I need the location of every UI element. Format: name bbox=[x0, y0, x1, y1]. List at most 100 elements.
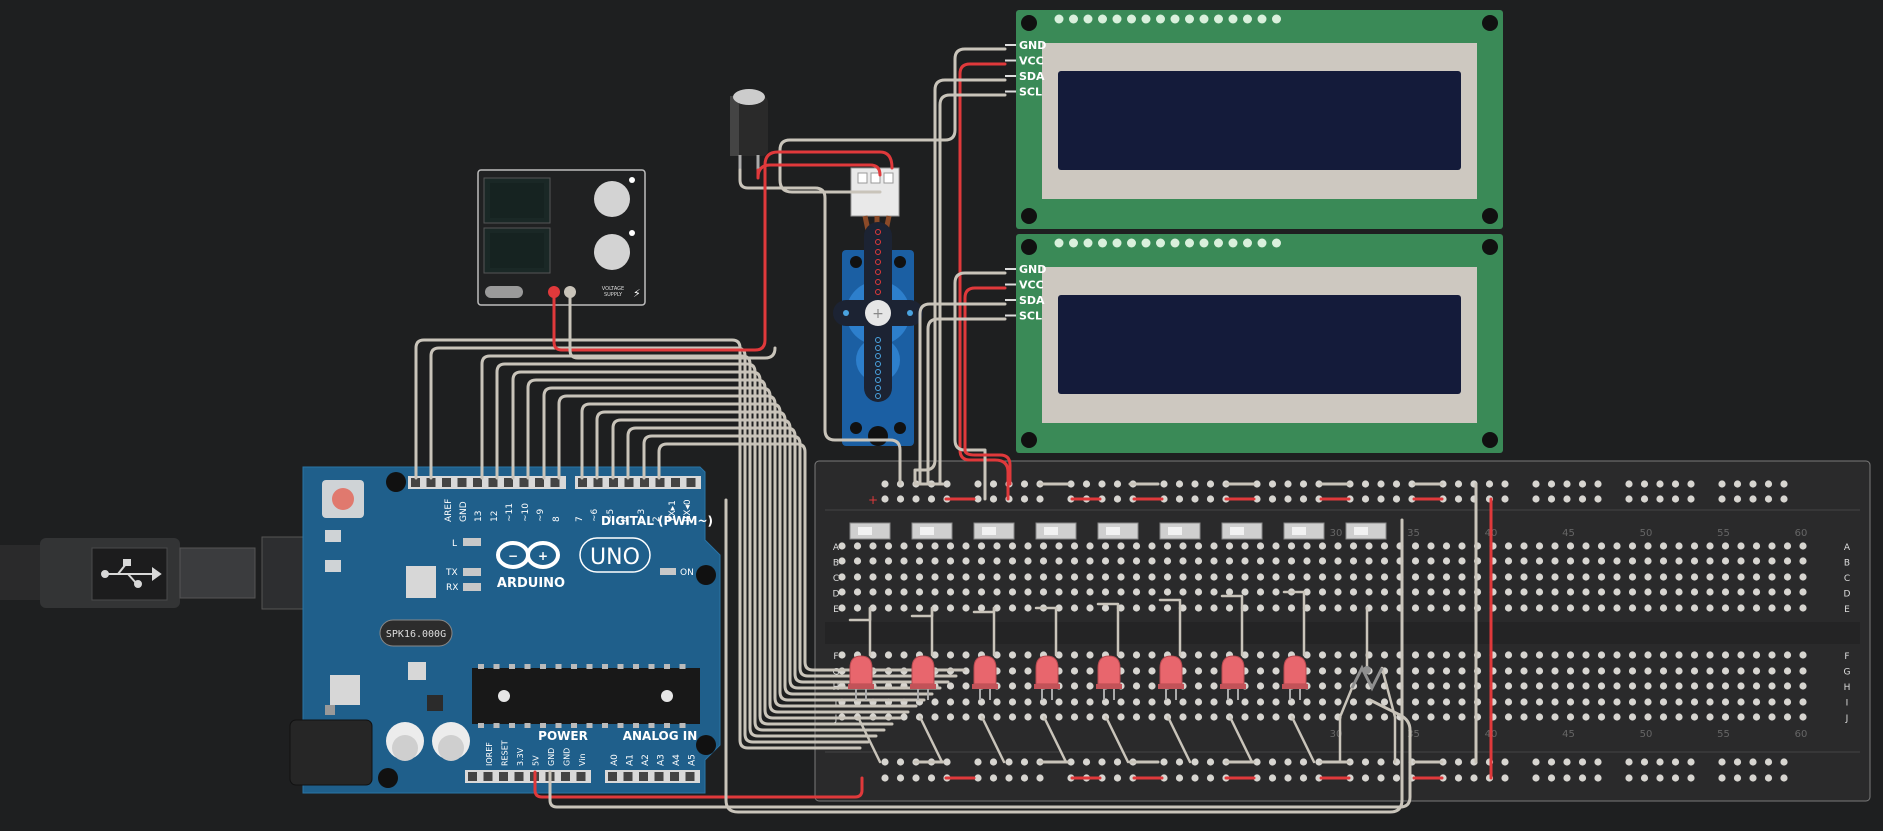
breadboard-hole[interactable] bbox=[838, 573, 846, 581]
breadboard-hole[interactable] bbox=[1768, 542, 1776, 550]
breadboard-hole[interactable] bbox=[1737, 698, 1745, 706]
breadboard-hole[interactable] bbox=[853, 557, 862, 565]
breadboard-hole[interactable] bbox=[1520, 651, 1528, 659]
rail-hole[interactable] bbox=[1392, 480, 1401, 488]
header-pin-hole[interactable] bbox=[640, 478, 649, 487]
rail-hole[interactable] bbox=[1268, 758, 1277, 766]
breadboard-hole[interactable] bbox=[1194, 698, 1203, 706]
breadboard-hole[interactable] bbox=[1675, 573, 1683, 581]
breadboard-hole[interactable] bbox=[1721, 713, 1730, 721]
led-red[interactable] bbox=[1221, 655, 1245, 685]
servo-motor[interactable]: + bbox=[833, 167, 923, 446]
wire[interactable] bbox=[980, 715, 1006, 764]
rail-hole[interactable] bbox=[881, 774, 889, 782]
header-pin-hole[interactable] bbox=[609, 478, 618, 487]
breadboard-hole[interactable] bbox=[1303, 698, 1311, 706]
wire[interactable] bbox=[533, 770, 864, 799]
breadboard-hole[interactable] bbox=[1380, 651, 1389, 659]
breadboard-hole[interactable] bbox=[1132, 667, 1141, 675]
breadboard-hole[interactable] bbox=[962, 698, 970, 706]
breadboard-hole[interactable] bbox=[853, 542, 862, 550]
digital-header-right[interactable] bbox=[575, 476, 701, 489]
breadboard-hole[interactable] bbox=[1768, 651, 1776, 659]
breadboard-hole[interactable] bbox=[1132, 604, 1141, 612]
rail-hole[interactable] bbox=[1749, 774, 1757, 782]
header-pin-hole[interactable] bbox=[468, 772, 477, 781]
rail-hole[interactable] bbox=[1470, 774, 1478, 782]
breadboard-hole[interactable] bbox=[900, 542, 908, 550]
breadboard-hole[interactable] bbox=[993, 573, 1001, 581]
breadboard-hole[interactable] bbox=[1752, 604, 1761, 612]
rail-hole[interactable] bbox=[943, 758, 951, 766]
breadboard-hole[interactable] bbox=[1334, 573, 1342, 581]
breadboard-hole[interactable] bbox=[1365, 713, 1373, 721]
breadboard-hole[interactable] bbox=[1148, 651, 1156, 659]
breadboard-hole[interactable] bbox=[1613, 698, 1621, 706]
rail-hole[interactable] bbox=[1098, 774, 1106, 782]
breadboard-hole[interactable] bbox=[1318, 557, 1327, 565]
rail-hole[interactable] bbox=[1299, 495, 1308, 503]
breadboard-hole[interactable] bbox=[1690, 713, 1699, 721]
breadboard-hole[interactable] bbox=[946, 698, 955, 706]
breadboard-hole[interactable] bbox=[1442, 557, 1451, 565]
led-red[interactable] bbox=[1159, 655, 1183, 685]
breadboard-hole[interactable] bbox=[1706, 573, 1714, 581]
breadboard-hole[interactable] bbox=[1101, 698, 1110, 706]
breadboard-hole[interactable] bbox=[1504, 698, 1513, 706]
breadboard-hole[interactable] bbox=[1458, 604, 1466, 612]
rail-hole[interactable] bbox=[1361, 758, 1370, 766]
rail-hole[interactable] bbox=[1284, 774, 1292, 782]
breadboard-hole[interactable] bbox=[1256, 542, 1265, 550]
rail-hole[interactable] bbox=[1098, 758, 1106, 766]
rail-hole[interactable] bbox=[1175, 495, 1184, 503]
breadboard-hole[interactable] bbox=[1210, 604, 1218, 612]
breadboard-hole[interactable] bbox=[1024, 651, 1032, 659]
breadboard-hole[interactable] bbox=[853, 588, 862, 596]
rail-hole[interactable] bbox=[1671, 495, 1680, 503]
breadboard-hole[interactable] bbox=[1287, 573, 1296, 581]
header-pin-hole[interactable] bbox=[426, 478, 436, 487]
breadboard-hole[interactable] bbox=[962, 651, 970, 659]
breadboard-hole[interactable] bbox=[1179, 557, 1187, 565]
breadboard-hole[interactable] bbox=[931, 573, 939, 581]
header-pin-hole[interactable] bbox=[514, 772, 524, 781]
breadboard-hole[interactable] bbox=[1024, 557, 1032, 565]
breadboard-hole[interactable] bbox=[1008, 604, 1017, 612]
breadboard-hole[interactable] bbox=[993, 542, 1001, 550]
breadboard-hole[interactable] bbox=[1256, 667, 1265, 675]
breadboard-hole[interactable] bbox=[1675, 542, 1683, 550]
breadboard-hole[interactable] bbox=[1008, 542, 1017, 550]
rail-hole[interactable] bbox=[1082, 758, 1091, 766]
breadboard-hole[interactable] bbox=[1706, 667, 1714, 675]
breadboard-hole[interactable] bbox=[1132, 573, 1141, 581]
breadboard-hole[interactable] bbox=[1272, 651, 1280, 659]
breadboard-hole[interactable] bbox=[1551, 667, 1559, 675]
rail-hole[interactable] bbox=[1315, 495, 1323, 503]
breadboard-hole[interactable] bbox=[1504, 667, 1513, 675]
rail-hole[interactable] bbox=[1625, 480, 1633, 488]
breadboard-hole[interactable] bbox=[1644, 557, 1652, 565]
rail-hole[interactable] bbox=[1454, 495, 1463, 503]
rail-hole[interactable] bbox=[1718, 495, 1726, 503]
breadboard-hole[interactable] bbox=[1799, 604, 1807, 612]
breadboard-hole[interactable] bbox=[1349, 713, 1358, 721]
led-red[interactable] bbox=[1035, 655, 1059, 685]
breadboard-hole[interactable] bbox=[1520, 604, 1528, 612]
rail-hole[interactable] bbox=[881, 758, 889, 766]
rail-hole[interactable] bbox=[1392, 774, 1401, 782]
breadboard-hole[interactable] bbox=[1163, 573, 1172, 581]
rail-hole[interactable] bbox=[1206, 774, 1215, 782]
breadboard-hole[interactable] bbox=[1566, 557, 1575, 565]
rail-hole[interactable] bbox=[1160, 495, 1168, 503]
rail-hole[interactable] bbox=[1764, 774, 1773, 782]
breadboard-hole[interactable] bbox=[1768, 667, 1776, 675]
rail-hole[interactable] bbox=[1408, 495, 1416, 503]
breadboard-hole[interactable] bbox=[1442, 542, 1451, 550]
breadboard-hole[interactable] bbox=[1659, 667, 1668, 675]
rail-hole[interactable] bbox=[1594, 774, 1602, 782]
breadboard-hole[interactable] bbox=[1427, 713, 1435, 721]
rail-hole[interactable] bbox=[1656, 774, 1664, 782]
header-pin-hole[interactable] bbox=[593, 478, 603, 487]
breadboard-hole[interactable] bbox=[1272, 557, 1280, 565]
breadboard-hole[interactable] bbox=[946, 542, 955, 550]
